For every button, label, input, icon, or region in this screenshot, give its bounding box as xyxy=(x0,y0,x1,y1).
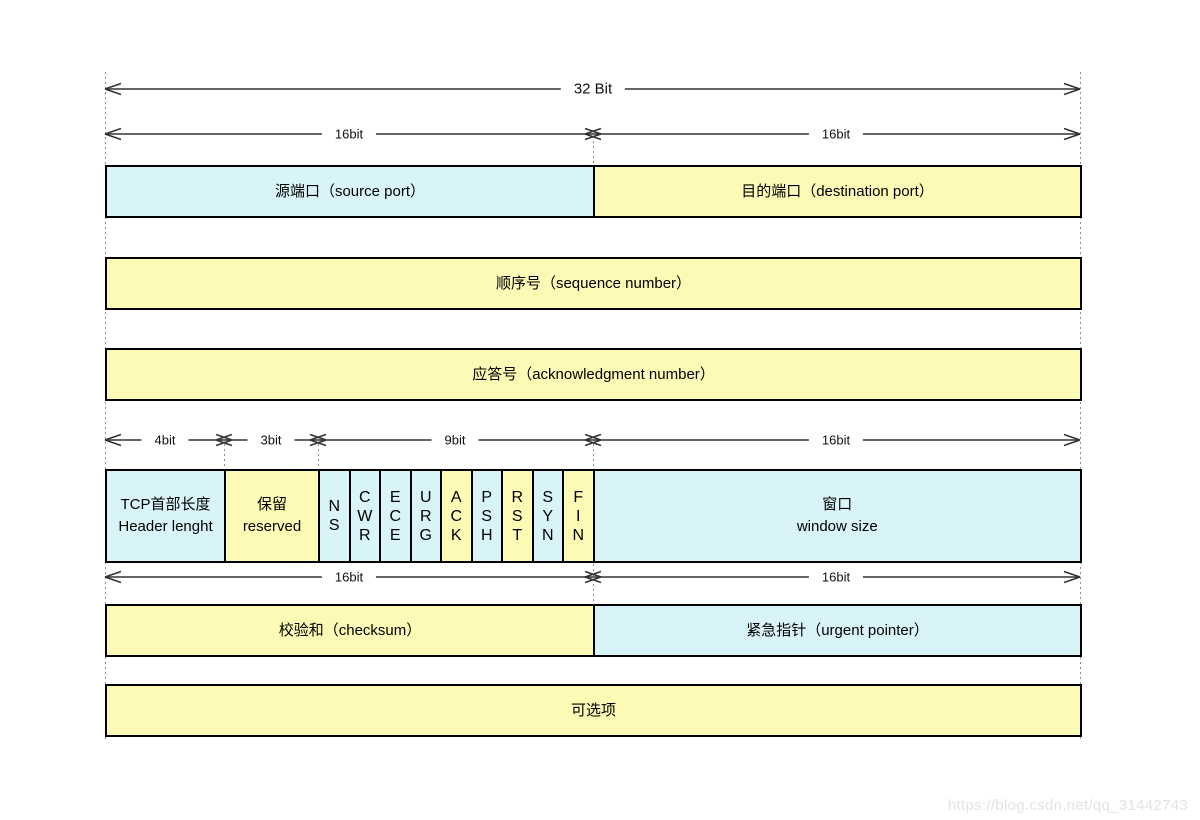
field-urgent-pointer: 紧急指针（urgent pointer） xyxy=(593,604,1082,657)
field-reserved-zh: 保留 xyxy=(256,496,287,513)
field-header-length-en: Header lenght xyxy=(118,518,213,535)
field-header-length: TCP首部长度 Header lenght xyxy=(105,469,226,563)
flag-letter: H xyxy=(480,526,493,544)
flag-letter: N xyxy=(572,526,585,544)
field-acknowledgment-number: 应答号（acknowledgment number） xyxy=(105,348,1082,401)
flag-letter: E xyxy=(389,488,401,506)
field-reserved-en: reserved xyxy=(242,518,302,535)
field-options: 可选项 xyxy=(105,684,1082,737)
field-reserved: 保留 reserved xyxy=(224,469,320,563)
bit-width-label-16bit-top-left: 16bit xyxy=(321,126,377,142)
flag-letter: E xyxy=(389,526,401,544)
field-window-size-en: window size xyxy=(796,518,878,535)
row-acknowledgment-number: 应答号（acknowledgment number） xyxy=(105,348,1082,401)
flag-letter: C xyxy=(389,507,402,525)
flag-letter: U xyxy=(419,488,432,506)
flag-letter: N xyxy=(328,498,341,515)
flag-letter: K xyxy=(450,526,462,544)
flag-letter: C xyxy=(450,507,463,525)
flag-letter: Y xyxy=(542,507,554,525)
field-window-size: 窗口 window size xyxy=(592,469,1082,563)
flag-letter: S xyxy=(542,488,554,506)
flag-letter: A xyxy=(450,488,462,506)
bit-width-label-16bit-bottom-left: 16bit xyxy=(321,569,377,585)
row-checksum: 校验和（checksum） 紧急指针（urgent pointer） xyxy=(105,604,1082,657)
flag-letter: R xyxy=(511,488,524,506)
bit-width-label-16bit-mid: 16bit xyxy=(808,432,864,448)
row-ports: 源端口（source port） 目的端口（destination port） xyxy=(105,165,1082,218)
bit-width-label-4bit: 4bit xyxy=(141,432,189,448)
bit-width-label-32bit: 32 Bit xyxy=(560,80,626,98)
field-source-port: 源端口（source port） xyxy=(105,165,595,218)
flag-letter: I xyxy=(576,507,581,525)
row-options: 可选项 xyxy=(105,684,1082,737)
field-header-length-zh: TCP首部长度 xyxy=(120,496,211,513)
field-checksum: 校验和（checksum） xyxy=(105,604,595,657)
flag-letter: C xyxy=(358,488,371,506)
bit-width-label-9bit: 9bit xyxy=(431,432,479,448)
field-window-size-zh: 窗口 xyxy=(822,496,853,513)
flag-letter: S xyxy=(511,507,523,525)
flag-letter: R xyxy=(419,507,432,525)
bit-width-label-3bit: 3bit xyxy=(247,432,295,448)
flag-letter: F xyxy=(573,488,584,506)
flag-letter: S xyxy=(328,517,340,534)
flag-letter: N xyxy=(541,526,554,544)
field-sequence-number: 顺序号（sequence number） xyxy=(105,257,1082,310)
flag-letter: G xyxy=(419,526,432,544)
watermark-url: https://blog.csdn.net/qq_31442743 xyxy=(947,797,1188,814)
flag-letter: P xyxy=(481,488,493,506)
bit-width-label-16bit-top-right: 16bit xyxy=(808,126,864,142)
flag-letter: S xyxy=(481,507,493,525)
row-sequence-number: 顺序号（sequence number） xyxy=(105,257,1082,310)
flag-letter: T xyxy=(512,526,523,544)
bit-width-label-16bit-bottom-right: 16bit xyxy=(808,569,864,585)
flag-letter: W xyxy=(357,507,373,525)
field-destination-port: 目的端口（destination port） xyxy=(593,165,1082,218)
flag-letter: R xyxy=(358,526,371,544)
